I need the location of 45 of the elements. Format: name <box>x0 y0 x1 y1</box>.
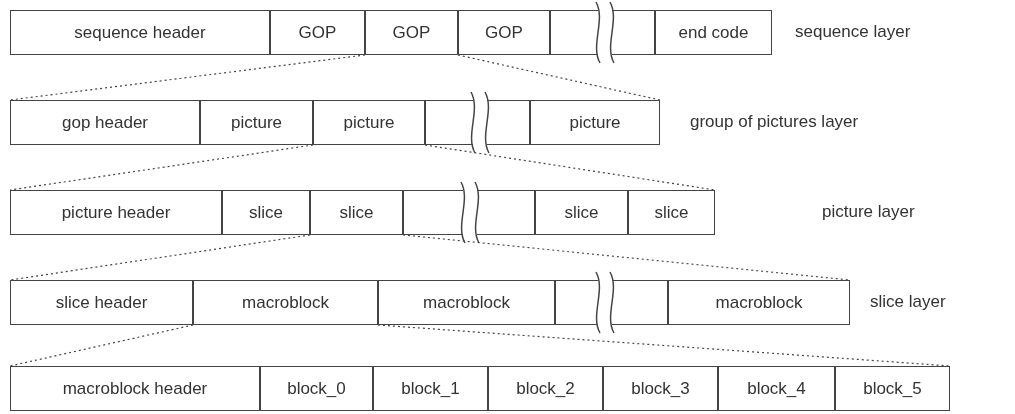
bitstream-field: macroblock <box>378 280 555 325</box>
bitstream-field: end code <box>655 10 772 55</box>
empty-field <box>425 100 473 145</box>
dotted-line <box>424 144 716 191</box>
dotted-line <box>377 324 951 367</box>
bitstream-field: GOP <box>458 10 550 55</box>
empty-field <box>403 190 463 235</box>
bitstream-field: GOP <box>365 10 458 55</box>
layer-label: group of pictures layer <box>690 112 859 132</box>
bitstream-field: slice <box>628 190 715 235</box>
dotted-line <box>457 54 661 101</box>
bitstream-field: sequence header <box>10 10 270 55</box>
empty-field <box>612 10 655 55</box>
bitstream-field: picture <box>530 100 660 145</box>
bitstream-field: slice <box>310 190 403 235</box>
bitstream-field: slice <box>535 190 628 235</box>
empty-field <box>477 190 535 235</box>
layer-label: picture layer <box>822 202 915 222</box>
bitstream-field: slice header <box>10 280 193 325</box>
bitstream-field: block_2 <box>488 366 603 411</box>
bitstream-field: block_4 <box>718 366 835 411</box>
bitstream-field: block_5 <box>835 366 950 411</box>
dotted-line <box>9 144 314 191</box>
empty-field <box>555 280 598 325</box>
layer-label: slice layer <box>870 292 946 312</box>
bitstream-field: picture <box>200 100 313 145</box>
empty-field <box>612 280 668 325</box>
dotted-line <box>9 54 366 101</box>
bitstream-field: macroblock header <box>10 366 260 411</box>
bitstream-field: block_0 <box>260 366 373 411</box>
dotted-line <box>9 324 194 367</box>
empty-field <box>550 10 598 55</box>
bitstream-field: picture <box>313 100 425 145</box>
bitstream-field: block_1 <box>373 366 488 411</box>
bitstream-field: slice <box>222 190 310 235</box>
bitstream-field: picture header <box>10 190 222 235</box>
bitstream-field: block_3 <box>603 366 718 411</box>
dotted-line <box>9 234 311 281</box>
layer-label: sequence layer <box>795 22 911 42</box>
dotted-line <box>402 234 851 281</box>
bitstream-field: gop header <box>10 100 200 145</box>
bitstream-field: GOP <box>270 10 365 55</box>
bitstream-field: macroblock <box>668 280 850 325</box>
bitstream-field: macroblock <box>193 280 378 325</box>
empty-field <box>487 100 530 145</box>
